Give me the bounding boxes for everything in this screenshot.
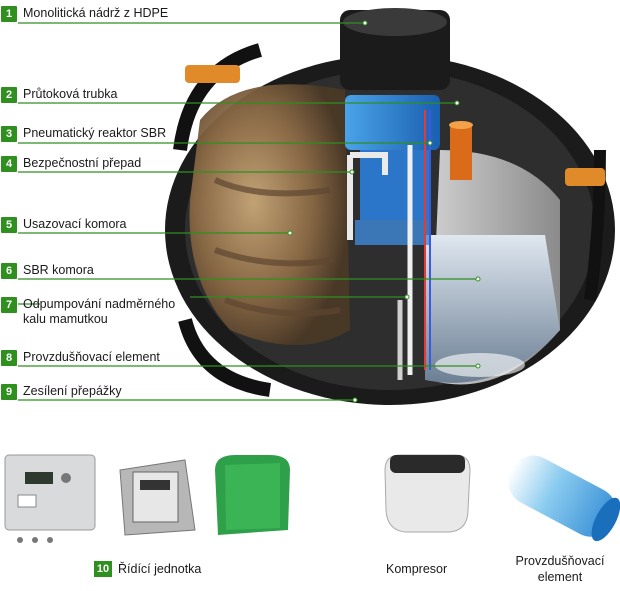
settling-chamber [189,84,350,346]
inlet-pipe [185,65,240,83]
callout-sludge-pumping: 7 Odpumpování nadměrného kalu mamutkou [0,297,175,331]
callout-label: SBR komora [23,263,94,277]
aerator-label-line1: Provzdušňovací [515,554,605,568]
sbr-reactor [345,95,440,245]
callout-sbr-reactor: 3 Pneumatický reaktor SBR [0,126,166,144]
callout-label: Bezpečnostní přepad [23,156,142,170]
control-unit-box [119,459,196,536]
callout-number: 9 [1,384,17,400]
control-unit-badge: 10 [94,561,112,577]
aerator-label-line2: element [537,570,583,584]
callout-settling-chamber: 5 Usazovací komora [0,217,127,235]
callout-number: 5 [1,217,17,233]
callout-number: 7 [1,297,17,313]
control-unit-green [215,455,290,535]
aerator-label: Provzdušňovací element [505,553,615,585]
callout-number: 3 [1,126,17,142]
callout-label: Provzdušňovací element [23,350,160,364]
callout-number: 6 [1,263,17,279]
callout-number: 4 [1,156,17,172]
callout-label: Pneumatický reaktor SBR [23,126,167,140]
callout-label: Odpumpování nadměrného kalu mamutkou [23,297,175,327]
callout-flow-pipe: 2 Průtoková trubka [0,87,118,105]
callout-label: Monolitická nádrž z HDPE [23,6,169,20]
outlet-pipe [565,168,605,186]
callout-partition-reinforcement: 9 Zesílení přepážky [0,384,122,402]
callout-number: 8 [1,350,17,366]
callout-safety-overflow: 4 Bezpečnostní přepad [0,156,141,174]
callout-label: Usazovací komora [23,217,127,231]
callout-tank: 1 Monolitická nádrž z HDPE [0,6,168,24]
leader-lines [18,22,478,401]
compressor-image [384,454,471,533]
compressor-label: Kompresor [386,562,448,576]
callout-label: Průtoková trubka [23,87,118,101]
callout-sbr-chamber: 6 SBR komora [0,263,94,281]
callout-label-line2: kalu mamutkou [23,312,108,326]
aeration-element-image [508,455,620,542]
callout-aeration-element: 8 Provzdušňovací element [0,350,160,368]
callout-number: 1 [1,6,17,22]
control-unit-label: Řídící jednotka [118,562,202,576]
control-unit-panel [4,454,96,543]
callout-label: Zesílení přepážky [23,384,122,398]
callout-number: 2 [1,87,17,103]
callout-label-line1: Odpumpování nadměrného [23,297,176,311]
